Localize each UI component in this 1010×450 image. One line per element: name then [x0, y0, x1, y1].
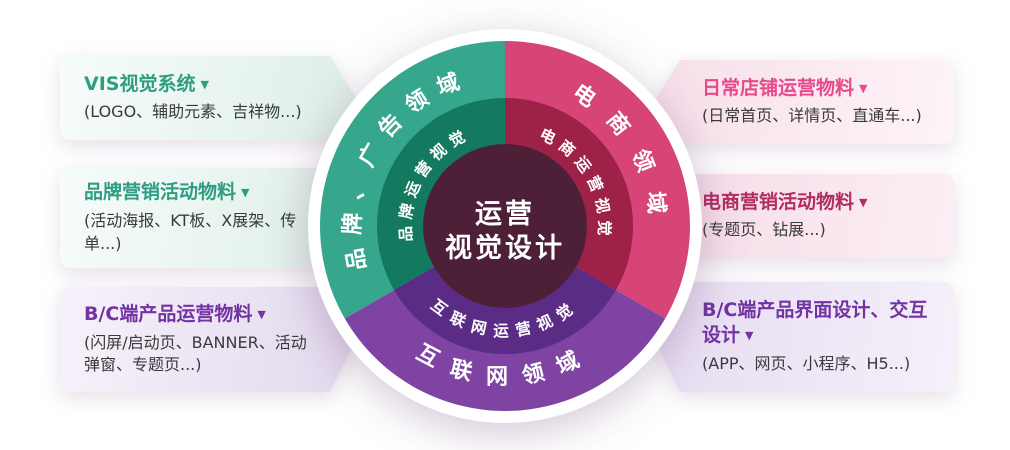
left-box-vis-system[interactable]: VIS视觉系统 ▼ (LOGO、辅助元素、吉祥物...) [60, 56, 356, 140]
box-title: 电商营销活动物料 ▼ [702, 190, 940, 215]
box-title-text: B/C端产品运营物料 [84, 302, 253, 325]
box-description: (日常首页、详情页、直通车...) [702, 106, 922, 126]
right-box-daily-store-materials[interactable]: 日常店铺运营物料 ▼ (日常首页、详情页、直通车...) [654, 60, 954, 144]
box-title: B/C端产品运营物料 ▼ [84, 302, 308, 327]
left-box-brand-marketing-materials-body[interactable]: 品牌营销活动物料 ▼ (活动海报、KT板、X展架、传单...) [60, 168, 356, 268]
center-title-line1: 运营 [475, 199, 535, 230]
box-description: (LOGO、辅助元素、吉祥物...) [84, 102, 302, 122]
left-box-product-operation-materials[interactable]: B/C端产品运营物料 ▼ (闪屏/启动页、BANNER、活动弹窗、专题页...) [60, 287, 356, 392]
box-title-text: VIS视觉系统 [84, 72, 196, 95]
caret-down-icon: ▼ [257, 307, 266, 321]
box-title-text: 日常店铺运营物料 [702, 76, 855, 99]
box-description: (闪屏/启动页、BANNER、活动弹窗、专题页...) [84, 332, 307, 375]
box-title: VIS视觉系统 ▼ [84, 72, 308, 97]
box-title: 品牌营销活动物料 ▼ [84, 180, 308, 205]
right-box-ecommerce-marketing-materials[interactable]: 电商营销活动物料 ▼ (专题页、钻展...) [654, 174, 954, 258]
box-description: (专题页、钻展...) [702, 220, 826, 240]
caret-down-icon: ▼ [200, 77, 209, 91]
right-box-daily-store-materials-body[interactable]: 日常店铺运营物料 ▼ (日常首页、详情页、直通车...) [654, 60, 954, 144]
left-box-vis-system-body[interactable]: VIS视觉系统 ▼ (LOGO、辅助元素、吉祥物...) [60, 56, 356, 140]
center-title-line2: 视觉设计 [445, 233, 565, 264]
box-description: (APP、网页、小程序、H5...) [702, 353, 911, 373]
box-title-text: B/C端产品界面设计、交互设计 [702, 299, 928, 347]
left-box-brand-marketing-materials[interactable]: 品牌营销活动物料 ▼ (活动海报、KT板、X展架、传单...) [60, 168, 356, 268]
right-box-ui-interaction-design[interactable]: B/C端产品界面设计、交互设计▼ (APP、网页、小程序、H5...) [654, 282, 954, 392]
center-disc [423, 144, 587, 308]
operations-visual-design-wheel: 品牌、广告领域 电商领域 互联网领域 品牌运营视觉 电商运营视觉 互联网运营视觉… [308, 29, 702, 423]
right-box-ecommerce-marketing-materials-body[interactable]: 电商营销活动物料 ▼ (专题页、钻展...) [654, 174, 954, 258]
box-title-text: 品牌营销活动物料 [84, 181, 237, 204]
right-box-ui-interaction-design-body[interactable]: B/C端产品界面设计、交互设计▼ (APP、网页、小程序、H5...) [654, 282, 954, 392]
caret-down-icon: ▼ [745, 329, 754, 343]
caret-down-icon: ▼ [241, 186, 250, 200]
box-title: 日常店铺运营物料 ▼ [702, 76, 940, 101]
box-title: B/C端产品界面设计、交互设计▼ [702, 298, 940, 347]
box-description: (活动海报、KT板、X展架、传单...) [84, 211, 297, 253]
box-title-text: 电商营销活动物料 [702, 190, 855, 213]
left-box-product-operation-materials-body[interactable]: B/C端产品运营物料 ▼ (闪屏/启动页、BANNER、活动弹窗、专题页...) [60, 287, 356, 392]
caret-down-icon: ▼ [859, 81, 868, 95]
caret-down-icon: ▼ [859, 195, 868, 209]
